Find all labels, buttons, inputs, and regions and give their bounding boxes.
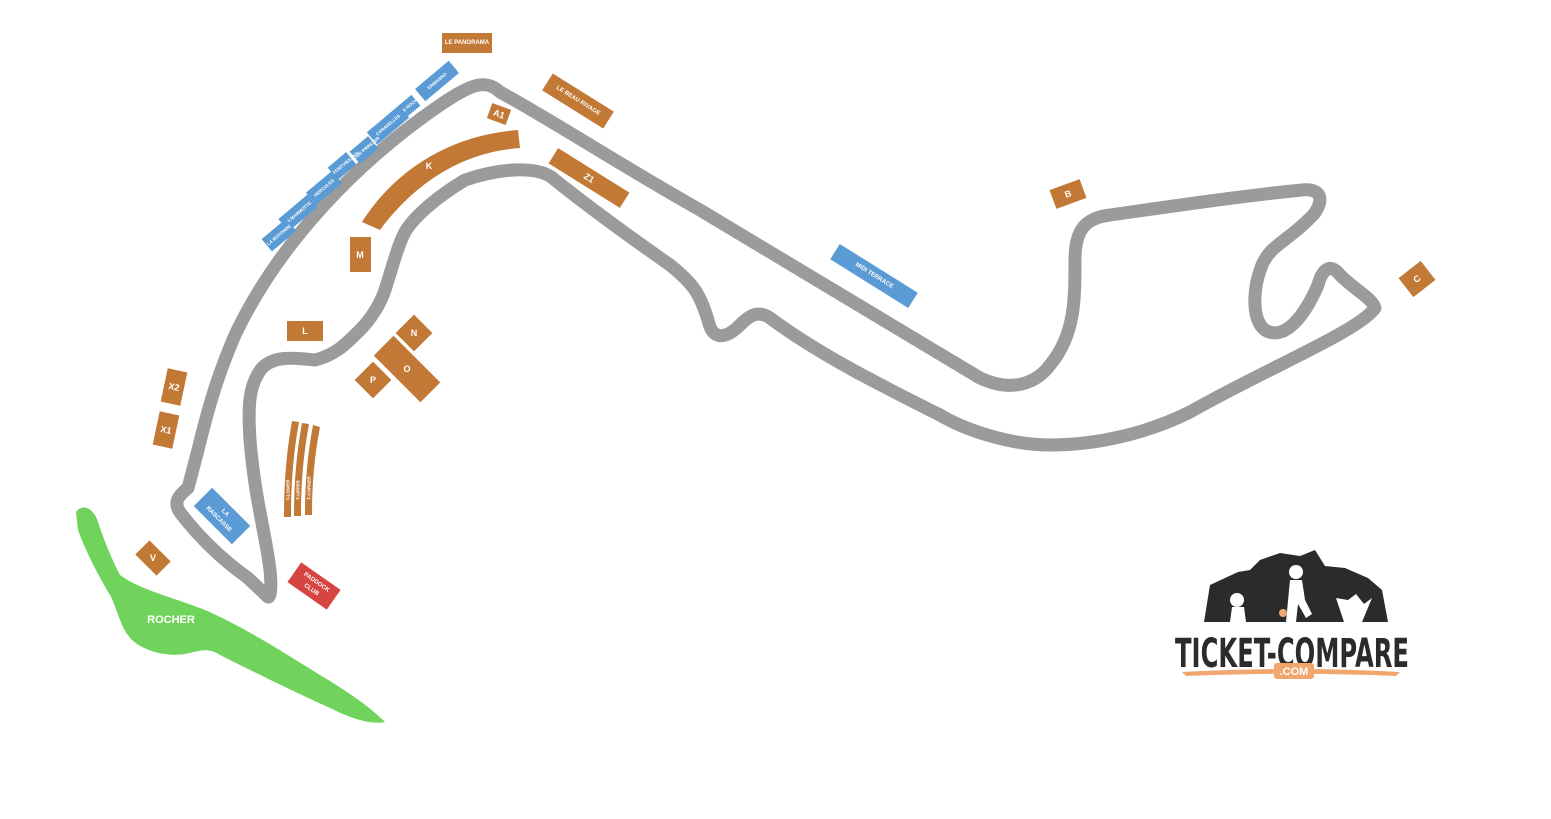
- grandstand-z1-label: Z1: [582, 171, 596, 185]
- grandstand-l[interactable]: L: [287, 321, 323, 341]
- logo-domain-badge: [1274, 663, 1314, 679]
- area-ermanno[interactable]: ERMANNO: [415, 60, 459, 102]
- grandstand-m[interactable]: M: [350, 237, 371, 272]
- grandstand-t-upper[interactable]: T-UPPER: [294, 423, 309, 516]
- grandstand-o-label: O: [403, 364, 410, 374]
- grandstand-c[interactable]: C: [1398, 260, 1436, 298]
- track-outline: [170, 78, 1382, 604]
- grandstand-t-lower-label: T-LOWER: [286, 479, 291, 500]
- grandstand-a1[interactable]: A1: [486, 103, 512, 125]
- crowd-figure-left-body-icon: [1230, 607, 1246, 622]
- area-paddock-club[interactable]: PADDOCK CLUB: [287, 562, 341, 610]
- crowd-figure-kicker-icon: [1289, 565, 1303, 579]
- grandstand-x1-label: X1: [160, 424, 173, 436]
- grandstand-n-label: N: [411, 328, 418, 338]
- grandstand-le-panorama[interactable]: LE PANORAMA: [442, 33, 492, 53]
- grandstand-b-label: B: [1063, 188, 1073, 200]
- area-hercules[interactable]: HERCULES: [305, 170, 343, 206]
- grandstand-k-label: K: [426, 161, 433, 171]
- rocher-label: ROCHER: [147, 614, 195, 626]
- area-la-rascasse-label-1: LA: [220, 508, 230, 518]
- grandstand-t-corner[interactable]: T-CORNER: [305, 425, 320, 515]
- grandstand-p-label: P: [370, 375, 376, 385]
- grandstand-x1[interactable]: X1: [152, 411, 180, 449]
- grandstand-l-label: L: [302, 326, 308, 336]
- grandstand-v-label: V: [150, 553, 156, 563]
- crowd-figure-kicker-body-icon: [1286, 580, 1312, 622]
- grandstand-t-upper-label: T-UPPER: [296, 480, 301, 500]
- grandstand-n[interactable]: N: [395, 314, 433, 352]
- grandstand-x2[interactable]: X2: [160, 368, 188, 406]
- grandstand-a1-label: A1: [492, 107, 506, 120]
- ticket-compare-logo: TICKET-COMPARE .COM: [1175, 550, 1409, 679]
- grandstand-p[interactable]: P: [354, 361, 392, 399]
- grandstand-o[interactable]: O: [373, 335, 441, 403]
- grandstand-m-label: M: [356, 250, 364, 260]
- ball-icon: [1279, 609, 1287, 617]
- crowd-figure-left-icon: [1230, 593, 1244, 607]
- grandstand-t-corner-label: T-CORNER: [307, 476, 312, 500]
- grandstand-c-label: C: [1411, 273, 1423, 285]
- grandstand-t-lower[interactable]: T-LOWER: [284, 421, 299, 517]
- rocher-area: [76, 507, 385, 723]
- crowd-figure-right-icon: [1336, 594, 1372, 622]
- grandstand-le-panorama-label: LE PANORAMA: [445, 40, 490, 46]
- grandstand-b[interactable]: B: [1049, 179, 1087, 209]
- grandstand-v[interactable]: V: [135, 540, 171, 576]
- grandstand-k[interactable]: K: [362, 130, 520, 230]
- logo-domain-text: .COM: [1280, 666, 1309, 678]
- grandstand-z1[interactable]: Z1: [548, 148, 630, 208]
- grandstand-x2-label: X2: [168, 381, 181, 393]
